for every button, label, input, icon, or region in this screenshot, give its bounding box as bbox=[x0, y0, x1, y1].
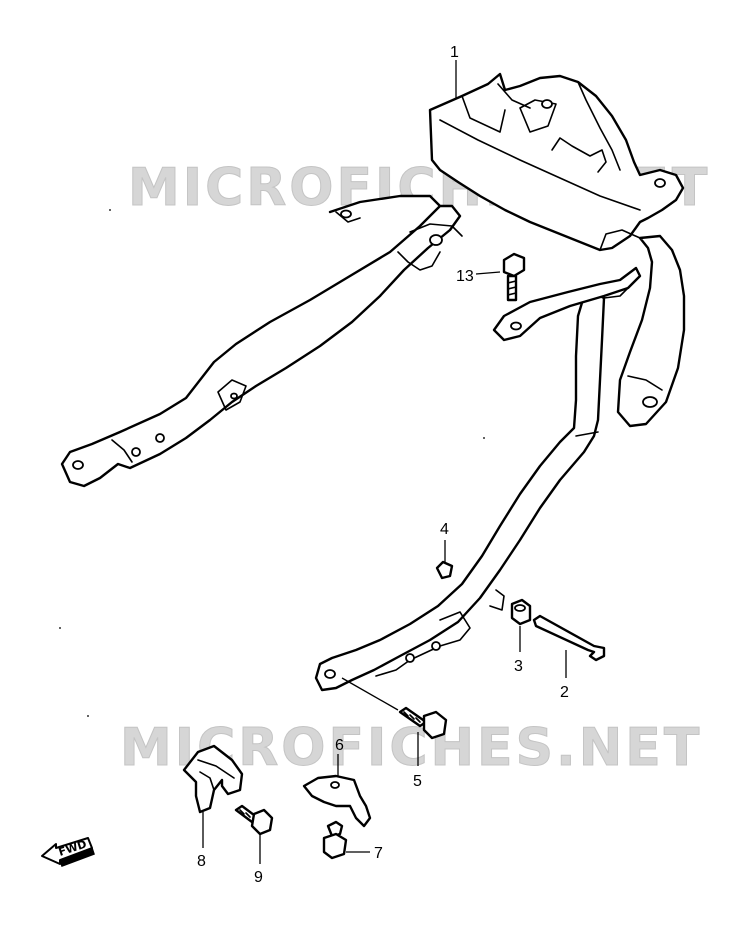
fwd-arrow-icon: FWD bbox=[41, 837, 95, 867]
clip-part-4 bbox=[435, 560, 454, 580]
clamp-part-8 bbox=[182, 744, 244, 814]
callout-2: 2 bbox=[560, 684, 569, 701]
callout-7: 7 bbox=[374, 845, 383, 862]
bracket-part-6 bbox=[302, 774, 372, 828]
rod-part-2 bbox=[532, 614, 606, 662]
callout-13: 13 bbox=[456, 268, 474, 285]
callout-3: 3 bbox=[514, 658, 523, 675]
screw-part-9 bbox=[234, 804, 274, 836]
leader-lines bbox=[202, 60, 567, 864]
bushing-part-3 bbox=[510, 598, 532, 626]
callout-5: 5 bbox=[413, 773, 422, 790]
callout-4: 4 bbox=[440, 521, 449, 538]
bolt-part-13 bbox=[502, 252, 526, 302]
callout-8: 8 bbox=[197, 853, 206, 870]
rear-frame-part-1 bbox=[60, 72, 686, 692]
callout-9: 9 bbox=[254, 869, 263, 886]
bolt-part-5 bbox=[398, 706, 448, 740]
callout-6: 6 bbox=[335, 737, 344, 754]
callout-1: 1 bbox=[450, 44, 459, 61]
bolt-part-7 bbox=[322, 820, 348, 860]
